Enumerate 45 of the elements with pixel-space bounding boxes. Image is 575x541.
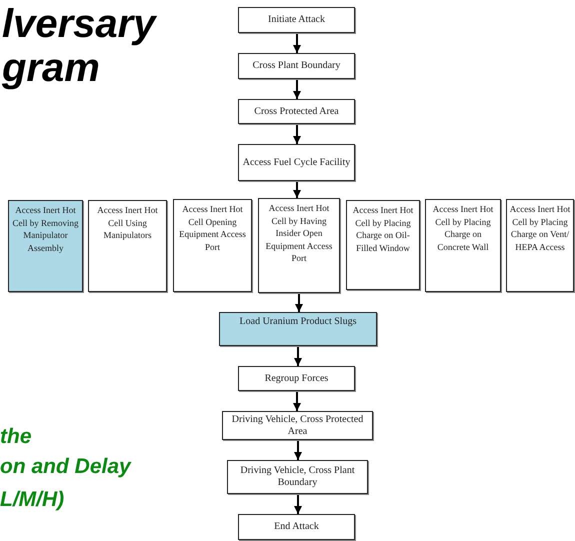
arrow: [293, 391, 301, 411]
process-box: [506, 199, 574, 292]
box-label: Access Inert Hot Cell Opening Equipment Access Port: [178, 203, 247, 253]
process-box: [258, 198, 340, 293]
box-label: Cross Plant Boundary: [252, 60, 340, 72]
arrow: [293, 181, 301, 198]
arrow: [293, 33, 301, 53]
arrow: [294, 440, 302, 460]
process-box: [238, 99, 355, 124]
box-label: Access Inert Hot Cell by Placing Charge on Concrete Wall: [432, 203, 494, 253]
process-box: [238, 144, 355, 181]
arrow: [293, 79, 301, 99]
process-box: [8, 200, 83, 292]
process-box: [173, 199, 252, 292]
box-label: Driving Vehicle, Cross Protected Area: [230, 414, 364, 438]
box-label: Load Uranium Product Slugs: [240, 316, 356, 328]
process-box: [222, 411, 373, 440]
process-box: [238, 514, 355, 540]
process-box: [227, 460, 368, 494]
process-box: [219, 312, 377, 346]
box-label: Access Inert Hot Cell by Removing Manipulator Assembly: [12, 204, 80, 254]
box-label: Access Fuel Cycle Facility: [242, 156, 350, 168]
box-label: End Attack: [274, 521, 319, 533]
process-box: [238, 7, 355, 33]
arrow: [293, 124, 301, 144]
process-box: [238, 366, 355, 391]
box-label: Regroup Forces: [264, 372, 328, 384]
process-box: [88, 200, 167, 292]
note-text: on and Delay: [0, 455, 131, 479]
arrow: [295, 293, 303, 312]
process-box: [346, 200, 420, 290]
box-label: Driving Vehicle, Cross Plant Boundary: [239, 465, 356, 489]
box-label: Access Inert Hot Cell by Placing Charge on Vent/ HEPA Access: [509, 203, 571, 253]
title: lversary gram: [2, 2, 158, 90]
box-label: Initiate Attack: [268, 14, 325, 26]
note-text: the: [0, 425, 32, 449]
box-label: Access Inert Hot Cell Using Manipulators: [96, 204, 159, 242]
arrow: [294, 494, 302, 514]
box-label: Access Inert Hot Cell by Placing Charge on Oil-Filled Window: [352, 204, 414, 254]
process-box: [425, 199, 501, 292]
box-label: Access Inert Hot Cell by Having Insider Open Equipment Access Port: [264, 202, 334, 264]
process-box: [238, 53, 355, 79]
arrow: [294, 346, 302, 366]
note-text: L/M/H): [0, 488, 64, 512]
box-label: Cross Protected Area: [254, 106, 339, 118]
